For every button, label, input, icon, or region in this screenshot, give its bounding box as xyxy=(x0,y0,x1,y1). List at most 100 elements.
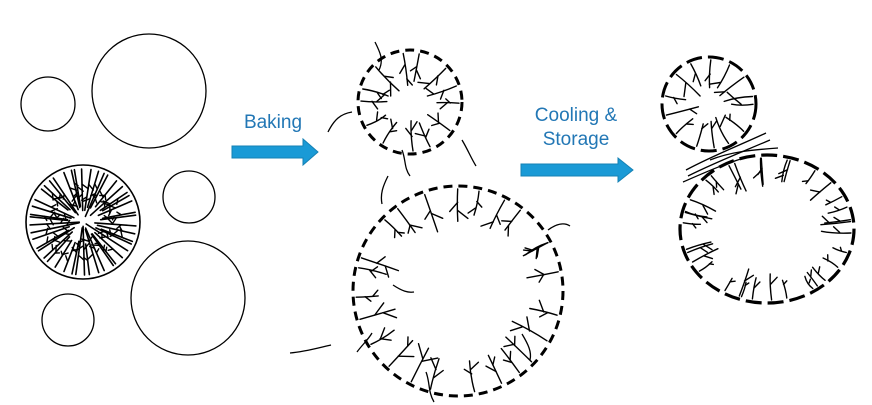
cooled-particle-large xyxy=(678,153,856,305)
fibre-branch xyxy=(502,359,513,364)
fibre-branch xyxy=(85,223,129,252)
loose-strand xyxy=(521,333,532,361)
fibre-branch xyxy=(116,211,123,216)
fibre-branch xyxy=(436,101,460,104)
fibre-branch xyxy=(94,183,98,190)
fibre-branch xyxy=(51,243,54,251)
fibre-branch xyxy=(817,266,821,274)
fibre-branch xyxy=(369,269,377,279)
fibre-branch xyxy=(781,279,788,299)
fibre-branch xyxy=(366,114,387,126)
fibre-branch xyxy=(46,236,49,244)
fibre-branch xyxy=(89,185,124,217)
baked-small-fibres xyxy=(360,52,460,152)
fibre-branch xyxy=(88,235,94,242)
fibre-branch xyxy=(84,228,100,274)
fibre-branch xyxy=(360,257,400,272)
fibre-branch xyxy=(101,194,130,212)
fibre-branch xyxy=(470,361,480,370)
fibre-branch xyxy=(665,95,687,101)
fibre-branch xyxy=(83,242,90,251)
fibre-branch xyxy=(86,170,100,209)
fibre-branch xyxy=(72,191,79,198)
fibre-branch xyxy=(382,89,391,96)
fibre-branch xyxy=(101,211,136,220)
fibre-branch xyxy=(92,194,98,197)
fibre-branch xyxy=(95,227,132,245)
fibre-branch xyxy=(424,210,431,220)
fibre-branch xyxy=(783,160,791,183)
fibre-branch xyxy=(49,218,54,226)
fibre-branch xyxy=(703,255,714,260)
fibre-branch xyxy=(511,320,548,342)
fibre-branch xyxy=(820,230,852,234)
fibre-branch xyxy=(84,227,105,272)
fibre-branch xyxy=(433,369,444,379)
fibre-branch xyxy=(109,229,112,236)
fibre-branch xyxy=(833,216,841,222)
loose-strand xyxy=(461,139,477,167)
fibre-branch xyxy=(692,73,696,83)
fibre-branch xyxy=(535,247,538,260)
fibre-branch xyxy=(429,358,440,390)
fibre-branch xyxy=(96,224,136,235)
fibre-branch xyxy=(781,159,788,183)
fibre-branch xyxy=(355,295,379,298)
fibre-branch xyxy=(84,168,92,212)
fibre-branch xyxy=(715,116,730,145)
fibre-branch xyxy=(809,189,821,193)
fibre-branch xyxy=(99,191,128,212)
fibre-branch xyxy=(76,245,84,251)
fibre-branch xyxy=(81,196,88,201)
fibre-branch xyxy=(94,180,118,208)
fibre-branch xyxy=(90,193,96,197)
fibre-branch xyxy=(504,209,521,231)
bridge-strand xyxy=(682,157,745,183)
fibre-branch xyxy=(431,122,441,127)
fibre-branch xyxy=(449,201,459,213)
fibre-branch xyxy=(43,215,48,222)
fibre-branch xyxy=(701,123,709,130)
fibre-branch xyxy=(809,182,832,201)
fibre-branch xyxy=(406,78,413,86)
fibre-branch xyxy=(79,239,86,243)
fibre-branch xyxy=(702,204,709,215)
stage-baked xyxy=(289,41,571,403)
fibre-branch xyxy=(719,76,745,97)
fibre-branch xyxy=(71,240,80,275)
fibre-branch xyxy=(71,249,78,252)
fibre-branch xyxy=(811,266,826,281)
fibre-branch xyxy=(56,200,59,207)
raw-particle xyxy=(20,76,76,132)
fibre-branch xyxy=(359,308,396,320)
fibre-branch xyxy=(832,247,847,254)
fibre-branch xyxy=(52,177,79,216)
fibre-branch xyxy=(390,118,394,130)
fibre-branch xyxy=(60,250,64,257)
fibre-branch xyxy=(399,64,406,75)
fibre-branch xyxy=(752,169,763,179)
fibre-branch xyxy=(708,263,714,266)
loose-strand xyxy=(392,284,415,293)
raw-particle xyxy=(130,240,246,356)
fibre-branch xyxy=(439,89,445,100)
fibre-branch xyxy=(423,67,447,90)
loose-strands xyxy=(289,41,571,403)
fibre-branch xyxy=(760,157,764,185)
fibre-branch xyxy=(708,81,721,85)
fibre-branch xyxy=(820,220,852,226)
fibre-branch xyxy=(805,170,816,185)
cooling-label-line-2: Storage xyxy=(542,129,610,150)
fibre-branch xyxy=(103,214,110,220)
fibre-branch xyxy=(702,243,713,251)
fibre-branch xyxy=(40,188,69,211)
baking-label-text: Baking xyxy=(243,112,303,133)
fibre-branch xyxy=(410,347,430,383)
fibre-branch xyxy=(724,277,733,292)
fibre-branch xyxy=(375,66,400,92)
fibre-branch xyxy=(376,92,382,100)
fibre-branch xyxy=(119,225,123,232)
fibre-branch xyxy=(445,98,451,104)
fibre-branch xyxy=(509,350,512,361)
